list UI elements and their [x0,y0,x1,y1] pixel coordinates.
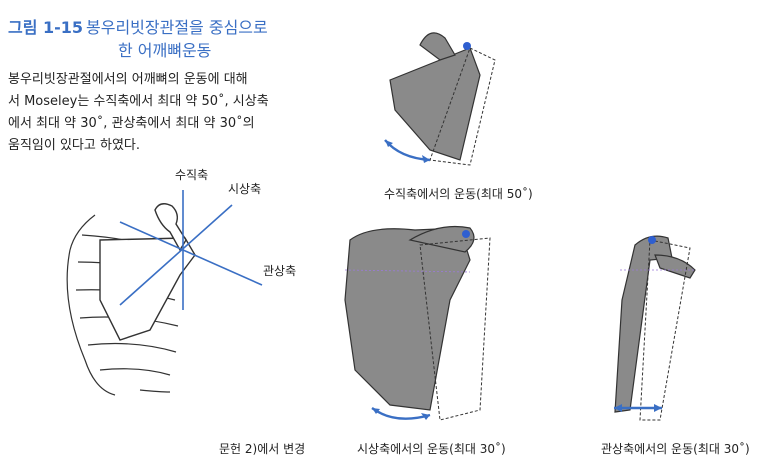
sagittal-motion-caption: 시상축에서의 운동(최대 30˚) [357,442,506,456]
source-note: 문헌 2)에서 변경 [219,442,306,456]
coronal-motion-caption: 관상축에서의 운동(최대 30˚) [601,442,750,456]
scapula-vertical-motion-illustration [384,32,496,166]
vertical-axis-label: 수직축 [175,168,209,182]
body-text-line1: 봉우리빗장관절에서의 어깨뼈의 운동에 대해 [8,72,248,87]
scapula-coronal-motion-illustration [614,235,696,421]
body-text-line3: 에서 최대 약 30˚, 관상축에서 최대 약 30˚의 [8,116,255,131]
figure-number: 그림 1-15 [8,18,84,37]
sagittal-axis-label: 시상축 [228,182,262,196]
coronal-axis-label: 관상축 [263,264,297,278]
scapula-sagittal-motion-illustration [344,225,491,421]
sagittal-axis-line [119,204,233,306]
coronal-axis-line [119,221,263,286]
figure-title-line2: 한 어깨뼈운동 [118,41,212,60]
body-text-line2: 서 Moseley는 수직축에서 최대 약 50˚, 시상축 [8,94,269,109]
scapula-posterior-illustration [99,203,196,341]
vertical-motion-caption: 수직축에서의 운동(최대 50˚) [384,187,533,201]
figure-title-line1: 봉우리빗장관절을 중심으로 [86,18,268,37]
body-text-line4: 움직임이 있다고 하였다. [8,138,140,153]
